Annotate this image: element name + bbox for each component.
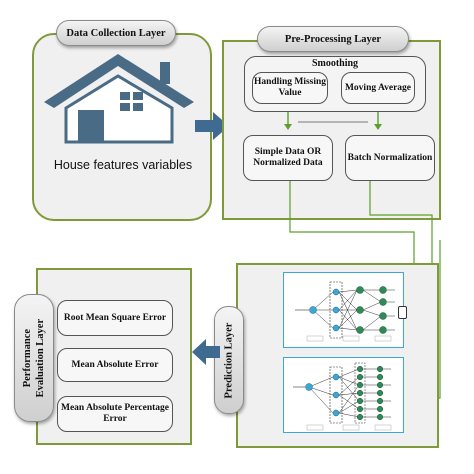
neural-network-diagram-bottom bbox=[283, 357, 404, 433]
simple-data-box: Simple Data OR Normalized Data bbox=[243, 135, 333, 181]
network-bottom-graph bbox=[293, 362, 392, 431]
evaluation-title: Performance Evaluation Layer bbox=[14, 294, 54, 422]
arrow-left-icon bbox=[192, 339, 220, 365]
network-top-output-marker bbox=[398, 306, 407, 319]
batch-normalization-box: Batch Normalization bbox=[345, 135, 435, 181]
pre-processing-title: Pre-Processing Layer bbox=[257, 26, 409, 52]
smoothing-branch-arrows bbox=[284, 112, 382, 130]
smoothing-label: Smoothing bbox=[311, 58, 359, 69]
metric-mae-box: Mean Absolute Error bbox=[57, 348, 173, 382]
metric-rmse-box: Root Mean Square Error bbox=[57, 300, 173, 336]
metric-mape-box: Mean Absolute Percentage Error bbox=[57, 396, 173, 432]
house-caption: House features variables bbox=[53, 158, 193, 172]
moving-average-box: Moving Average bbox=[341, 72, 415, 104]
handling-missing-box: Handling Missing Value bbox=[252, 72, 328, 104]
data-collection-title: Data Collection Layer bbox=[56, 20, 176, 46]
house-icon bbox=[44, 54, 194, 144]
network-top-graph bbox=[295, 281, 395, 342]
arrow-right-icon bbox=[195, 112, 229, 140]
prediction-title: Prediction Layer bbox=[214, 306, 244, 414]
